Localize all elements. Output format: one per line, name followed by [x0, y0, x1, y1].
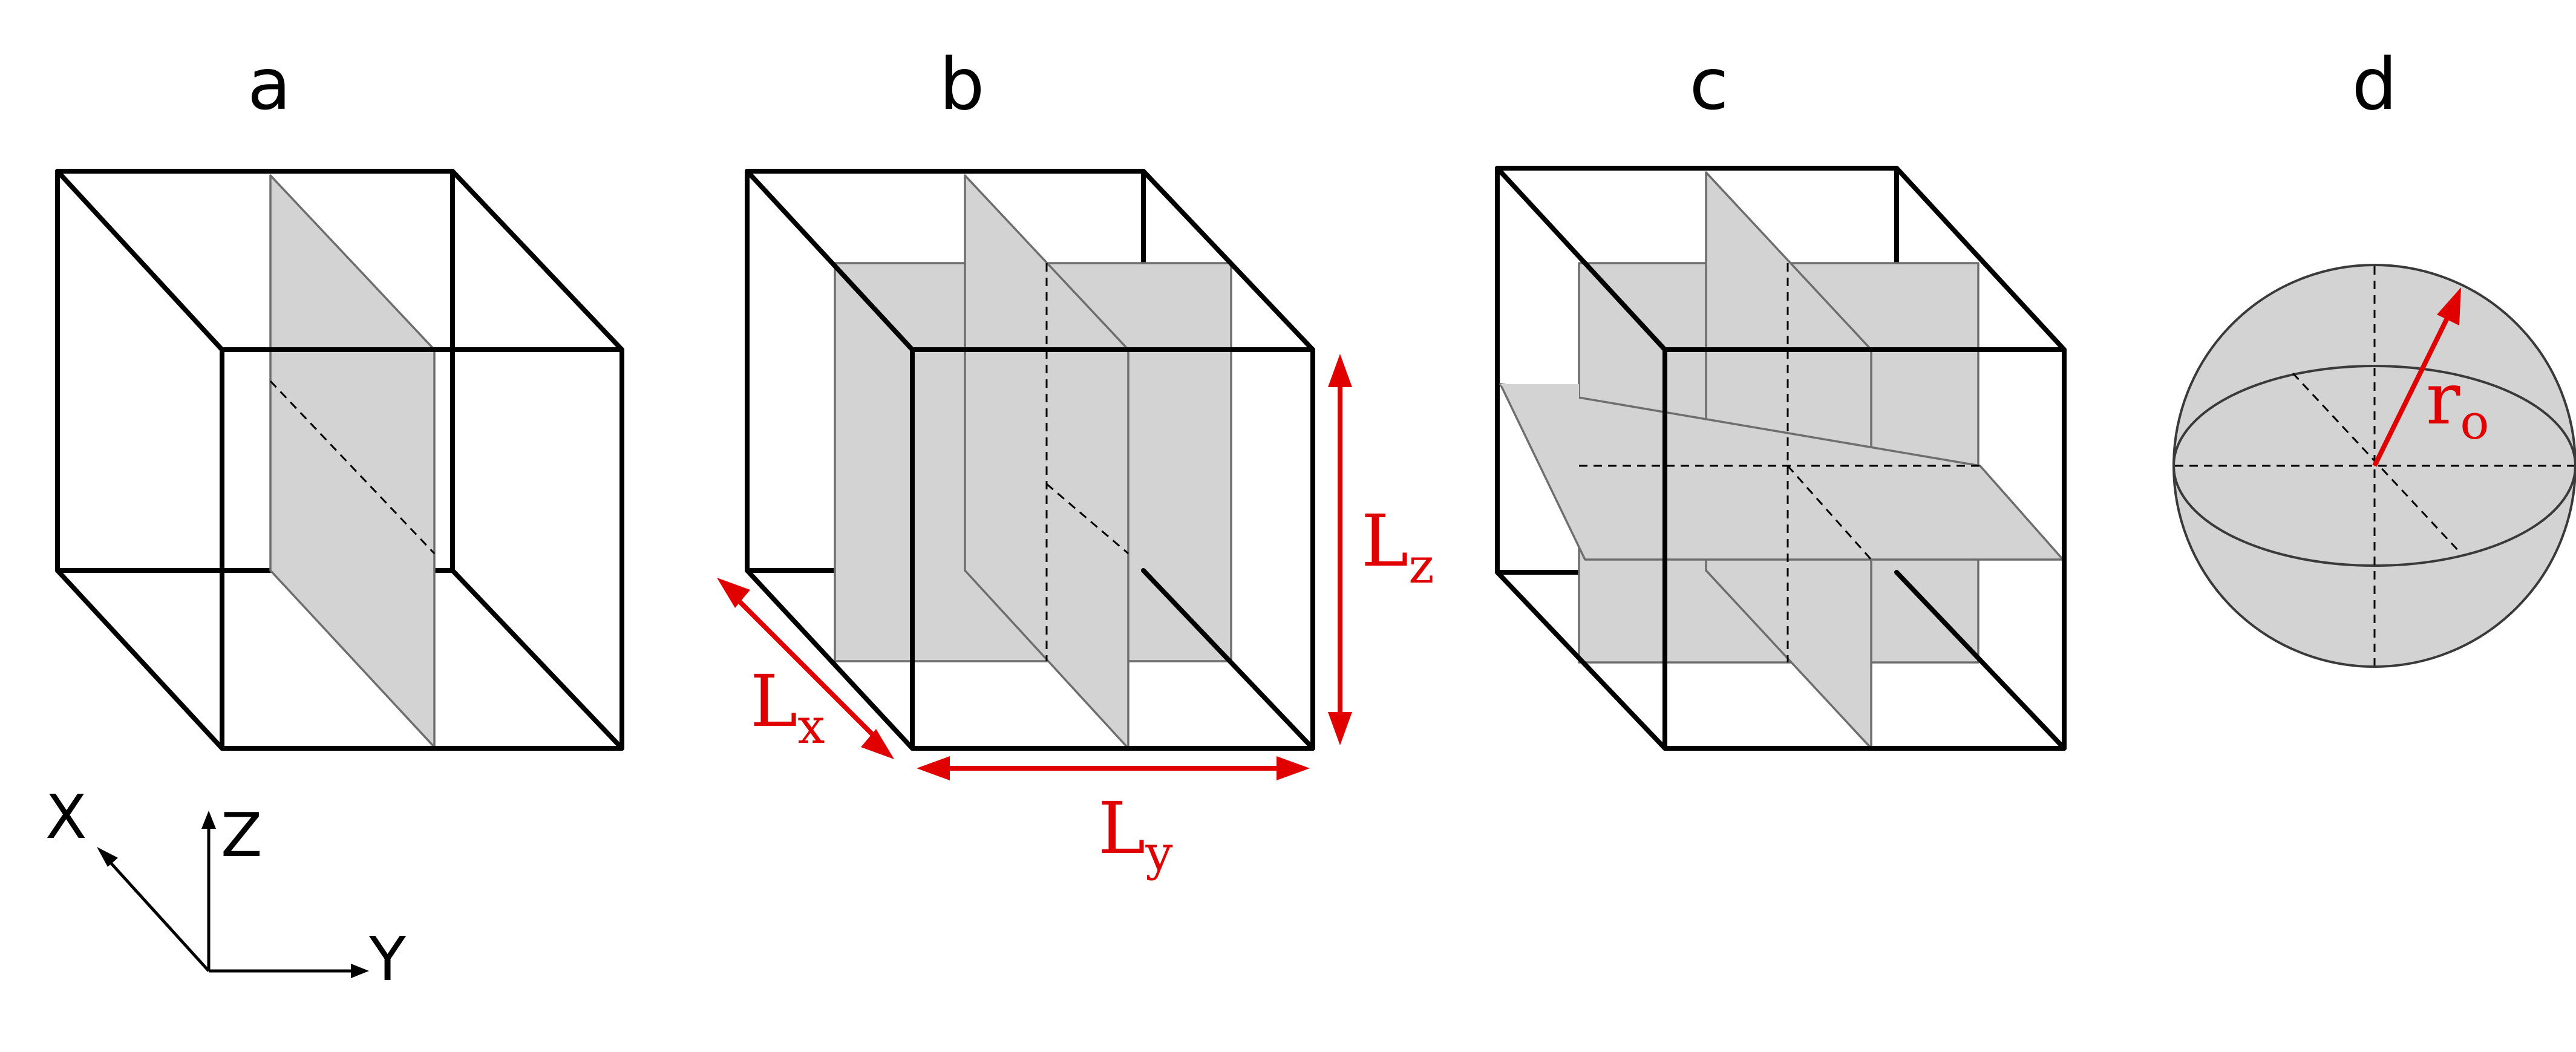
- cube-front-face: [1662, 347, 2067, 751]
- lz-dimension-arrow: [1328, 354, 1352, 745]
- lz-label: Lz: [1361, 499, 1434, 594]
- shaded-plane-xy-edge: [1500, 384, 1579, 466]
- cube-edge: [450, 169, 624, 352]
- hidden-line: [269, 380, 436, 555]
- coordinate-axes: X Z Y: [45, 782, 407, 995]
- y-axis-arrowhead: [351, 964, 369, 978]
- hidden-line: [1787, 465, 1872, 560]
- cube-edge: [1495, 166, 1667, 352]
- panel-d-label: d: [2352, 42, 2398, 126]
- cube-front-face: [910, 347, 1315, 751]
- panel-a-label: a: [247, 42, 291, 126]
- shaded-plane-yz: [964, 174, 1129, 750]
- panel-b: b Lz Ly Lx: [717, 42, 1434, 881]
- z-axis-label: Z: [221, 800, 263, 871]
- panel-a: a: [55, 42, 624, 751]
- cube-back-face: [55, 169, 455, 573]
- cube-front-face: [220, 347, 624, 751]
- radius-arrow: [2372, 287, 2461, 467]
- panel-b-label: b: [940, 42, 985, 126]
- cube-edge: [1141, 568, 1315, 751]
- cube-edge: [1894, 166, 2067, 352]
- cube-edge: [1141, 169, 1315, 352]
- panel-d: d ro: [2172, 42, 2576, 668]
- cube-edge: [450, 568, 624, 751]
- x-axis: [102, 853, 210, 972]
- hidden-line: [1046, 483, 1129, 555]
- x-axis-arrowhead: [97, 847, 118, 867]
- x-axis-label: X: [45, 782, 87, 852]
- z-axis-arrowhead: [201, 811, 216, 829]
- sphere-equator: [2172, 365, 2576, 567]
- panel-c-label: c: [1690, 42, 1729, 126]
- ly-label: Ly: [1098, 786, 1173, 881]
- shaded-plane: [269, 174, 436, 748]
- cube-edge: [55, 169, 224, 352]
- r0-label: ro: [2426, 357, 2489, 450]
- y-axis-label: Y: [368, 924, 407, 995]
- lx-label: Lx: [750, 659, 825, 754]
- cube-edge: [745, 169, 915, 352]
- cube-edge: [55, 568, 224, 751]
- lx-dimension-arrow: [717, 578, 894, 759]
- cube-edge: [745, 568, 915, 751]
- cube-edge: [1495, 570, 1667, 751]
- cube-edge: [1894, 570, 2067, 751]
- panel-c: c: [1495, 42, 2067, 751]
- ly-dimension-arrow: [917, 756, 1310, 780]
